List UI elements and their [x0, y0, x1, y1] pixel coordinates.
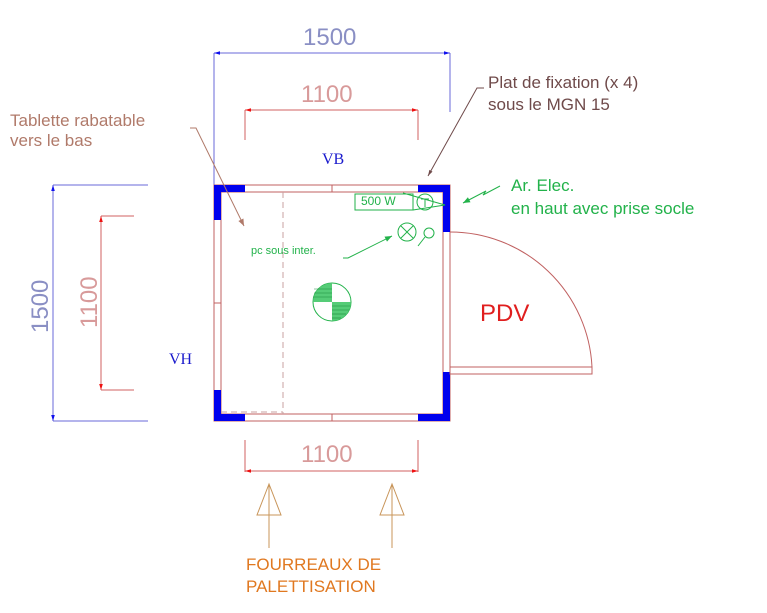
vh-label: VH [169, 351, 193, 368]
tablette-label-line1: Tablette rabatable [10, 111, 146, 130]
dim-top-inner-label: 1100 [301, 81, 353, 108]
tablette-leader [190, 127, 245, 227]
dimension-left-inner [99, 215, 134, 391]
corner-post-bottom-left [214, 390, 245, 421]
ar-elec-label-line1: Ar. Elec. [511, 176, 575, 195]
door-label: PDV [480, 300, 530, 327]
ar-elec-label-line2: en haut avec prise socle [511, 199, 695, 218]
fourreaux-label-line2: PALETTISATION [246, 577, 376, 596]
dimension-left-outer [51, 184, 148, 422]
switch-icon [417, 227, 435, 247]
corner-post-top-right [418, 185, 450, 232]
pc-leader [343, 235, 393, 259]
plat-label-line1: Plat de fixation (x 4) [488, 73, 639, 92]
corner-posts [214, 185, 450, 421]
power-unit [354, 192, 446, 211]
fourreaux-label-line1: FOURREAUX DE [246, 555, 382, 574]
power-box-label: 500 W [361, 194, 396, 208]
dim-left-outer-label: 1500 [27, 279, 54, 333]
ar-elec-lightning-icon [462, 185, 501, 204]
pc-sous-inter-label: pc sous inter. [251, 245, 316, 257]
corner-post-top-left [214, 185, 245, 220]
corner-post-bottom-right [418, 372, 450, 421]
dim-left-inner-label: 1100 [76, 276, 103, 328]
dimension-top-outer [213, 51, 451, 185]
dimension-bottom-inner [244, 440, 419, 473]
pallet-arrow-icon [256, 482, 405, 548]
dimension-top-inner [244, 108, 419, 140]
dim-top-outer-label: 1500 [303, 24, 357, 51]
tablette-label-line2: vers le bas [10, 131, 93, 150]
plat-label-line2: sous le MGN 15 [488, 95, 610, 114]
light-fixture-icon [397, 222, 417, 242]
dim-bottom-inner-label: 1100 [301, 441, 353, 468]
door-swing [449, 231, 593, 375]
plat-leader [427, 87, 484, 177]
vb-label: VB [322, 151, 345, 168]
center-of-gravity-icon [312, 282, 352, 322]
